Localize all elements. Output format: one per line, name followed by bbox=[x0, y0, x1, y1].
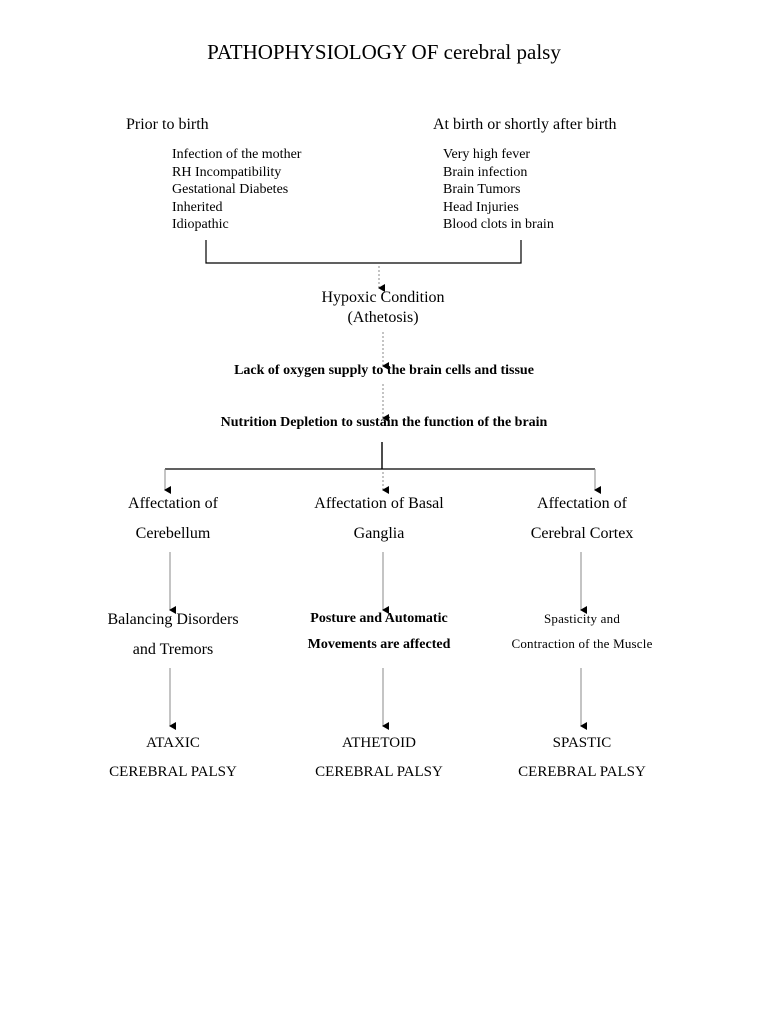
prior-heading: Prior to birth bbox=[126, 116, 209, 133]
cerebellum-line1: Affectation of bbox=[128, 495, 218, 512]
basal-ganglia-line1: Affectation of Basal bbox=[314, 495, 444, 512]
lack-of-oxygen-node: Lack of oxygen supply to the brain cells… bbox=[234, 363, 534, 378]
causes-bracket bbox=[205, 240, 522, 264]
atbirth-item: Blood clots in brain bbox=[443, 217, 554, 232]
basal-ganglia-node: Affectation of Basal Ganglia bbox=[314, 489, 443, 549]
prior-item: Infection of the mother bbox=[172, 147, 302, 162]
cerebral-cortex-effect-line1: Spasticity and bbox=[543, 611, 621, 626]
cerebral-cortex-line1: Affectation of bbox=[537, 495, 627, 512]
hypoxic-label: Hypoxic Condition bbox=[321, 289, 445, 306]
prior-item: Gestational Diabetes bbox=[172, 182, 289, 197]
cerebellum-effect-line2: and Tremors bbox=[132, 641, 214, 658]
prior-list: Infection of the mother RH Incompatibili… bbox=[172, 146, 301, 234]
hypoxic-sublabel: (Athetosis) bbox=[347, 309, 419, 326]
atbirth-item: Very high fever bbox=[443, 147, 531, 162]
prior-item: Idiopathic bbox=[172, 217, 229, 232]
cerebellum-effect: Balancing Disorders and Tremors bbox=[107, 605, 238, 665]
hypoxic-node: Hypoxic Condition (Athetosis) bbox=[321, 288, 444, 328]
basal-ganglia-effect-line2: Movements are affected bbox=[307, 637, 451, 652]
ataxic-type-line2: CEREBRAL PALSY bbox=[109, 764, 237, 780]
athetoid-type-line2: CEREBRAL PALSY bbox=[315, 764, 443, 780]
atbirth-item: Head Injuries bbox=[443, 199, 519, 215]
page-title: PATHOPHYSIOLOGY OF cerebral palsy bbox=[207, 40, 561, 64]
basal-ganglia-effect-line1: Posture and Automatic bbox=[310, 611, 448, 626]
cerebral-cortex-node: Affectation of Cerebral Cortex bbox=[531, 489, 634, 549]
ataxic-type-line1: ATAXIC bbox=[146, 735, 200, 751]
athetoid-type-line1: ATHETOID bbox=[342, 735, 416, 751]
ataxic-type: ATAXIC CEREBRAL PALSY bbox=[109, 729, 237, 787]
cerebellum-node: Affectation of Cerebellum bbox=[128, 489, 218, 549]
spastic-type: SPASTIC CEREBRAL PALSY bbox=[518, 729, 646, 787]
prior-item: RH Incompatibility bbox=[172, 164, 282, 180]
cerebellum-effect-line1: Balancing Disorders bbox=[107, 611, 239, 628]
atbirth-list: Very high fever Brain infection Brain Tu… bbox=[443, 146, 554, 234]
nutrition-depletion-node: Nutrition Depletion to sustain the funct… bbox=[220, 415, 548, 430]
atbirth-item: Brain infection bbox=[443, 164, 528, 180]
atbirth-item: Brain Tumors bbox=[443, 182, 521, 197]
cerebral-cortex-line2: Cerebral Cortex bbox=[530, 525, 634, 542]
cerebral-cortex-effect: Spasticity and Contraction of the Muscle bbox=[511, 606, 652, 656]
athetoid-type: ATHETOID CEREBRAL PALSY bbox=[315, 729, 443, 787]
atbirth-heading: At birth or shortly after birth bbox=[433, 116, 617, 133]
spastic-type-line1: SPASTIC bbox=[552, 735, 612, 751]
cerebellum-line2: Cerebellum bbox=[135, 525, 211, 542]
spastic-type-line2: CEREBRAL PALSY bbox=[518, 764, 646, 780]
basal-ganglia-line2: Ganglia bbox=[353, 525, 405, 542]
basal-ganglia-effect: Posture and Automatic Movements are affe… bbox=[308, 606, 451, 658]
cerebral-cortex-effect-line2: Contraction of the Muscle bbox=[511, 636, 653, 651]
prior-item: Inherited bbox=[172, 199, 223, 215]
